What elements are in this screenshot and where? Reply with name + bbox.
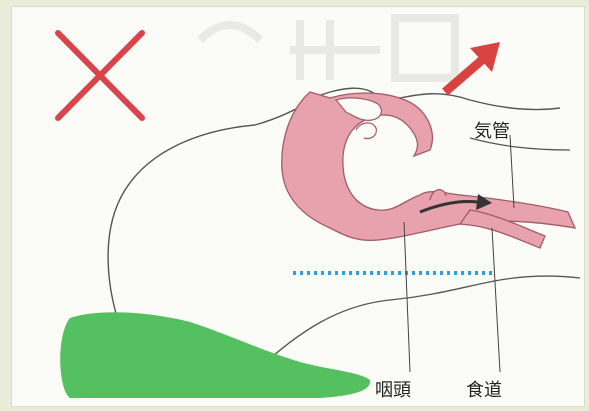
neck-back-line	[255, 276, 580, 372]
esophagus-label: 食道	[466, 376, 502, 402]
airway-region	[282, 92, 575, 240]
uvula-shape	[356, 123, 376, 139]
pharynx-label: 咽頭	[375, 376, 411, 402]
esophagus-leader	[492, 228, 500, 372]
pharynx-leader	[404, 222, 410, 372]
background-print-through	[200, 18, 455, 80]
trachea-label: 気管	[474, 117, 510, 143]
pillow	[60, 312, 370, 398]
x-mark-icon	[58, 33, 142, 118]
